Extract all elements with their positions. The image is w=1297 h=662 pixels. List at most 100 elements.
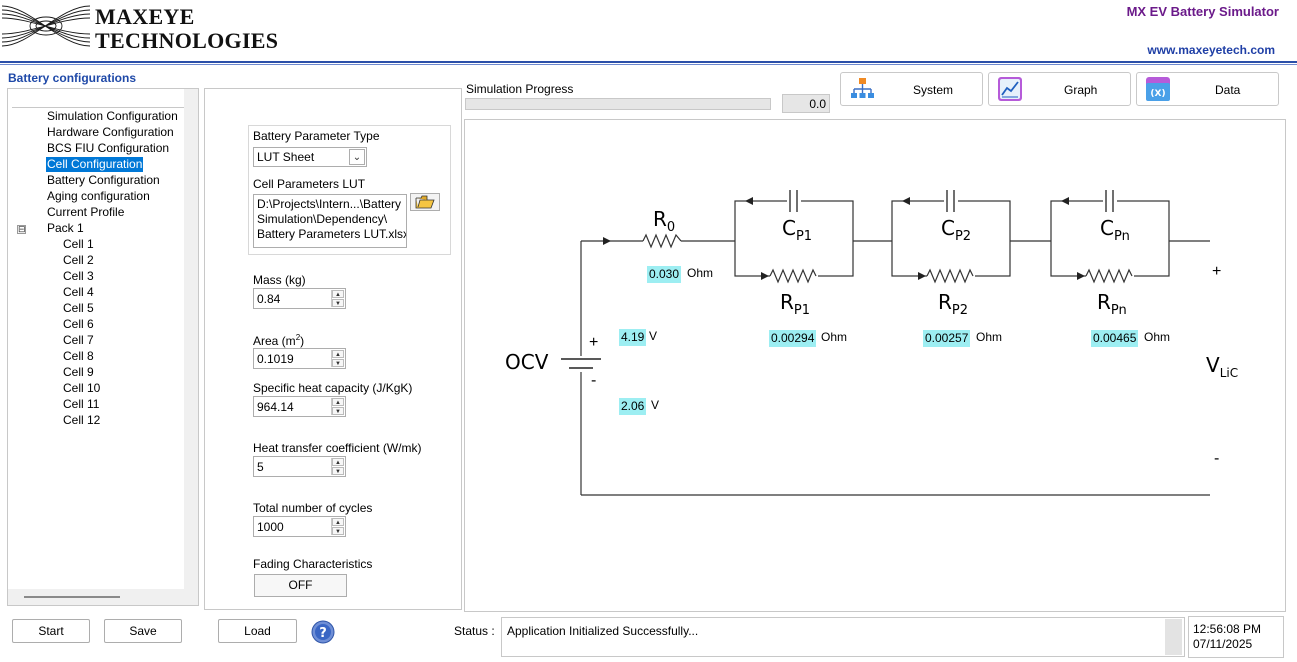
scrollbar-thumb[interactable] [24,596,120,598]
progress-value: 0.0 [782,94,830,113]
vlic-label: VLiC [1206,353,1239,380]
progress-label: Simulation Progress [466,82,574,96]
graph-button[interactable]: Graph [988,72,1131,106]
tree-item-cell[interactable]: Cell 4 [63,285,94,299]
ocv-label: OCV [505,350,549,374]
tree-item-cell[interactable]: Cell 1 [63,237,94,251]
tree-view[interactable]: Simulation Configuration Hardware Config… [10,91,184,591]
decrement-icon[interactable]: ▼ [332,299,344,307]
increment-icon[interactable]: ▲ [332,350,344,358]
tree-item-hardware-configuration[interactable]: Hardware Configuration [47,125,174,139]
heat-capacity-stepper[interactable]: 964.14 ▲▼ [253,396,346,417]
browse-folder-button[interactable] [410,193,440,211]
lut-path-line: Battery Parameters LUT.xlsx [257,227,407,241]
status-scrollbar[interactable] [1165,619,1182,655]
status-text: Application Initialized Successfully... [507,624,699,638]
fading-toggle-button[interactable]: OFF [254,574,347,597]
output-minus: - [1214,450,1220,467]
tab-label-system: System [913,83,954,97]
equivalent-circuit [561,190,1210,496]
heat-transfer-value: 5 [257,460,264,474]
config-tree[interactable]: Simulation Configuration Hardware Config… [7,88,199,606]
tree-item-pack-1[interactable]: Pack 1 [47,221,84,235]
header-divider-thin [0,64,1297,65]
status-field [501,617,1185,657]
tree-item-cell[interactable]: Cell 7 [63,333,94,347]
company-logo [1,5,91,47]
area-value: 0.1019 [257,352,294,366]
lut-label: Cell Parameters LUT [253,177,366,191]
r0-label: R0 [653,207,676,235]
tree-vertical-scrollbar[interactable] [184,89,198,589]
increment-icon[interactable]: ▲ [332,458,344,466]
cycles-value: 1000 [257,520,284,534]
tree-item-cell[interactable]: Cell 8 [63,349,94,363]
tree-item-simulation-configuration[interactable]: Simulation Configuration [47,109,178,123]
cpn-label: CPn [1100,216,1130,244]
tree-item-current-profile[interactable]: Current Profile [47,205,125,219]
cycles-stepper[interactable]: 1000 ▲▼ [253,516,346,537]
heat-capacity-label: Specific heat capacity (J/KgK) [253,381,413,395]
rp2-label: RP2 [938,290,969,318]
tree-horizontal-scrollbar[interactable] [8,589,198,605]
header-divider [0,61,1297,63]
heat-transfer-label: Heat transfer coefficient (W/mk) [253,441,422,455]
sidebar-title: Battery configurations [8,71,137,85]
ocv-value: 4.19 [619,329,647,346]
tree-item-cell[interactable]: Cell 12 [63,413,101,427]
param-type-select[interactable]: LUT Sheet ⌄ [253,147,367,167]
collapse-toggle-icon[interactable]: ⊟ [17,224,26,234]
heat-transfer-stepper[interactable]: 5 ▲▼ [253,456,346,477]
tab-label-graph: Graph [1064,83,1098,97]
tree-item-cell[interactable]: Cell 3 [63,269,94,283]
rpn-unit: Ohm [1144,330,1171,344]
tree-item-cell[interactable]: Cell 11 [63,397,100,411]
heat-capacity-value: 964.14 [257,400,294,414]
load-button[interactable]: Load [218,619,297,643]
second-voltage-unit: V [651,398,660,412]
clock-panel [1188,616,1284,658]
battery-plus: + [589,334,599,351]
mass-stepper[interactable]: 0.84 ▲▼ [253,288,346,309]
area-label: Area (m2) [253,333,305,348]
increment-icon[interactable]: ▲ [332,518,344,526]
decrement-icon[interactable]: ▼ [332,407,344,415]
tree-item-battery-configuration[interactable]: Battery Configuration [47,173,160,187]
network-icon [851,78,874,98]
lut-path-field[interactable]: D:\Projects\Intern...\Battery Simulation… [253,194,407,248]
r0-unit: Ohm [687,266,714,280]
tree-item-bcs-fiu-configuration[interactable]: BCS FIU Configuration [47,141,170,155]
area-stepper[interactable]: 0.1019 ▲▼ [253,348,346,369]
save-button[interactable]: Save [104,619,182,643]
tree-item-cell[interactable]: Cell 2 [63,253,94,267]
parallel-resistors [769,268,1134,284]
system-button[interactable]: System [840,72,983,106]
website-link[interactable]: www.maxeyetech.com [1147,43,1275,57]
second-voltage-value: 2.06 [619,398,647,415]
help-icon[interactable]: ? [311,620,335,644]
parameter-group [248,125,451,255]
rp1-label: RP1 [780,290,811,318]
data-button[interactable]: (X) Data [1136,72,1279,106]
rp2-value: 0.00257 [923,330,971,347]
folder-icon [415,195,435,209]
tree-item-cell[interactable]: Cell 9 [63,365,94,379]
decrement-icon[interactable]: ▼ [332,467,344,475]
tree-item-aging-configuration[interactable]: Aging configuration [47,189,150,203]
cycles-label: Total number of cycles [253,501,373,515]
increment-icon[interactable]: ▲ [332,398,344,406]
output-plus: + [1212,263,1222,280]
lut-path-line: Simulation\Dependency\ [257,212,388,226]
tree-item-cell-configuration[interactable]: Cell Configuration [46,157,144,172]
rp1-unit: Ohm [821,330,848,344]
decrement-icon[interactable]: ▼ [332,359,344,367]
tree-item-cell[interactable]: Cell 5 [63,301,94,315]
chevron-down-icon[interactable]: ⌄ [349,149,365,165]
rp2-unit: Ohm [976,330,1003,344]
tree-item-cell[interactable]: Cell 6 [63,317,94,331]
decrement-icon[interactable]: ▼ [332,527,344,535]
tree-item-cell[interactable]: Cell 10 [63,381,101,395]
start-button[interactable]: Start [12,619,90,643]
r0-value: 0.030 [647,266,682,283]
increment-icon[interactable]: ▲ [332,290,344,298]
